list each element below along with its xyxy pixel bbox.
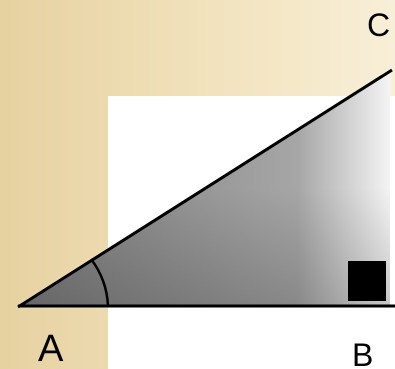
right-angle-marker — [348, 261, 386, 301]
vertex-label-c: C — [367, 7, 390, 43]
vertex-label-b: B — [352, 337, 373, 369]
side-ac-hypotenuse — [17, 68, 393, 309]
angle-arc-a — [90, 258, 110, 307]
vertex-label-a: A — [38, 328, 64, 369]
